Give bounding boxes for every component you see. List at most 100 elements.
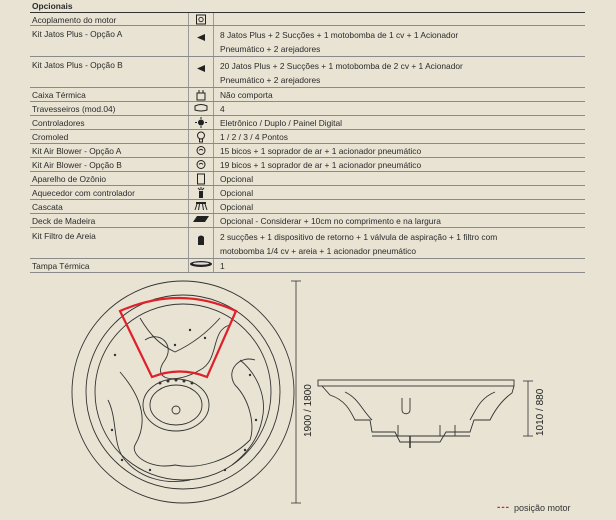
thermal-box-icon: [188, 87, 214, 102]
table-row: Kit Jatos Plus - Opção B 20 Jatos Plus + …: [30, 56, 585, 88]
tub-lounge-contour: [139, 317, 221, 353]
option-description-line-2: Pneumático + 2 arejadores: [220, 44, 321, 54]
option-description-line: 8 Jatos Plus + 2 Sucções + 1 motobomba d…: [220, 30, 459, 40]
controller-icon: [188, 115, 214, 130]
tub-basin-edge: [94, 303, 272, 481]
option-description: Opcional - Considerar + 10cm no comprime…: [213, 213, 585, 228]
pillow-icon: [188, 101, 214, 116]
option-description-line-2: motobomba 1/4 cv + areia + 1 acionador p…: [220, 246, 417, 256]
option-description-line: 2 sucções + 1 dispositivo de retorno + 1…: [220, 232, 498, 242]
table-row: Cromoled 1 / 2 / 3 / 4 Pontos: [30, 129, 585, 144]
option-description-line: 1 / 2 / 3 / 4 Pontos: [220, 132, 288, 142]
legend-label: posição motor: [514, 502, 571, 513]
tub-side-inner-seat-2: [469, 391, 496, 421]
tub-left-contour: [107, 399, 191, 483]
table-row: Aparelho de Ozônio Opcional: [30, 171, 585, 186]
option-description-line: 19 bicos + 1 soprador de ar + 1 acionado…: [220, 160, 422, 170]
table-row: Acoplamento do motor: [30, 12, 585, 26]
table-row: Kit Filtro de Areia 2 sucções + 1 disposi…: [30, 227, 585, 259]
option-name: Deck de Madeira: [30, 213, 189, 228]
option-description-line: 20 Jatos Plus + 2 Sucções + 1 motobomba …: [220, 61, 463, 71]
option-description: Opcional: [213, 171, 585, 186]
option-description-line: 15 bicos + 1 soprador de ar + 1 acionado…: [220, 146, 422, 156]
table-row: Kit Jatos Plus - Opção A 8 Jatos Plus + 2…: [30, 25, 585, 57]
option-description-line: 4: [220, 104, 225, 114]
option-description-line: Opcional - Considerar + 10cm no comprime…: [220, 216, 441, 226]
option-description-line: 1: [220, 261, 225, 271]
table-header-row: Opcionais: [30, 0, 585, 13]
ozone-device-icon: [188, 171, 214, 186]
jets-icon: [188, 56, 214, 88]
option-description: 20 Jatos Plus + 2 Sucções + 1 motobomba …: [213, 56, 585, 88]
height-dimension: [523, 380, 533, 437]
option-name: Kit Air Blower - Opção A: [30, 143, 189, 158]
option-description: 1: [213, 258, 585, 273]
tub-center-seat-inner: [149, 384, 203, 426]
option-description: [213, 12, 585, 26]
tub-drain: [171, 405, 181, 415]
option-description-line: Opcional: [220, 202, 254, 212]
table-row: Travesseiros (mod.04) 4: [30, 101, 585, 116]
option-name: Cascata: [30, 199, 189, 214]
table-row: Caixa Térmica Não comporta: [30, 87, 585, 102]
option-name: Aparelho de Ozônio: [30, 171, 189, 186]
jet-dots: [110, 328, 258, 472]
option-description: Opcional: [213, 185, 585, 200]
height-label: 1010 / 880: [535, 388, 546, 436]
tub-side-pipe: [401, 398, 411, 415]
option-description-line: Opcional: [220, 174, 254, 184]
tub-side-top-rim: [317, 379, 515, 387]
tub-side-view: [317, 379, 515, 448]
option-description-line-2: Pneumático + 2 arejadores: [220, 75, 321, 85]
tub-side-shell: [321, 385, 515, 443]
sand-filter-icon: [188, 227, 214, 259]
table-row: Kit Air Blower - Opção A 15 bicos + 1 sop…: [30, 143, 585, 158]
option-name: Controladores: [30, 115, 189, 130]
heater-icon: [188, 185, 214, 200]
tub-outer-rim: [71, 280, 295, 504]
thermal-cover-icon: [188, 258, 214, 273]
tub-right-contour: [231, 359, 264, 466]
table-row: Tampa Térmica 1: [30, 258, 585, 273]
option-name: Cromoled: [30, 129, 189, 144]
wood-deck-icon: [188, 213, 214, 228]
tub-inner-rim: [85, 294, 281, 490]
air-blower-icon: [188, 157, 214, 172]
option-description: Eletrônico / Duplo / Painel Digital: [213, 115, 585, 130]
option-name: Acoplamento do motor: [30, 12, 189, 26]
tub-side-inner-seat: [344, 391, 373, 421]
light-bulb-icon: [188, 129, 214, 144]
option-description: 15 bicos + 1 soprador de ar + 1 acionado…: [213, 143, 585, 158]
table-row: Deck de Madeira Opcional - Considerar + 1…: [30, 213, 585, 228]
option-description: 8 Jatos Plus + 2 Sucções + 1 motobomba d…: [213, 25, 585, 57]
table-row: Kit Air Blower - Opção B 19 bicos + 1 sop…: [30, 157, 585, 172]
table-row: Aquecedor com controlador Opcional: [30, 185, 585, 200]
table-header: Opcionais: [30, 0, 585, 13]
option-description-line: Não comporta: [220, 90, 273, 100]
option-description: 2 sucções + 1 dispositivo de retorno + 1…: [213, 227, 585, 259]
option-name: Caixa Térmica: [30, 87, 189, 102]
motor-position-legend: --- posição motor: [497, 502, 571, 513]
option-name: Kit Air Blower - Opção B: [30, 157, 189, 172]
diameter-dimension: [291, 280, 301, 504]
option-name: Tampa Térmica: [30, 258, 189, 273]
option-name: Aquecedor com controlador: [30, 185, 189, 200]
tub-top-view: [71, 280, 295, 504]
option-description-line: Eletrônico / Duplo / Painel Digital: [220, 118, 342, 128]
option-description: 19 bicos + 1 soprador de ar + 1 acionado…: [213, 157, 585, 172]
tub-seat-contour: [119, 358, 256, 467]
tub-center-seat: [142, 378, 210, 432]
option-name: Travesseiros (mod.04): [30, 101, 189, 116]
option-description: 4: [213, 101, 585, 116]
option-name: Kit Filtro de Areia: [30, 227, 189, 259]
option-name: Kit Jatos Plus - Opção B: [30, 56, 189, 88]
motor-coupling-icon: [188, 12, 214, 26]
air-blower-icon: [188, 143, 214, 158]
waterfall-icon: [188, 199, 214, 214]
tub-seat-contour-2: [144, 324, 231, 380]
option-name: Kit Jatos Plus - Opção A: [30, 25, 189, 57]
table-row: Controladores Eletrônico / Duplo / Painel…: [30, 115, 585, 130]
jets-icon: [188, 25, 214, 57]
